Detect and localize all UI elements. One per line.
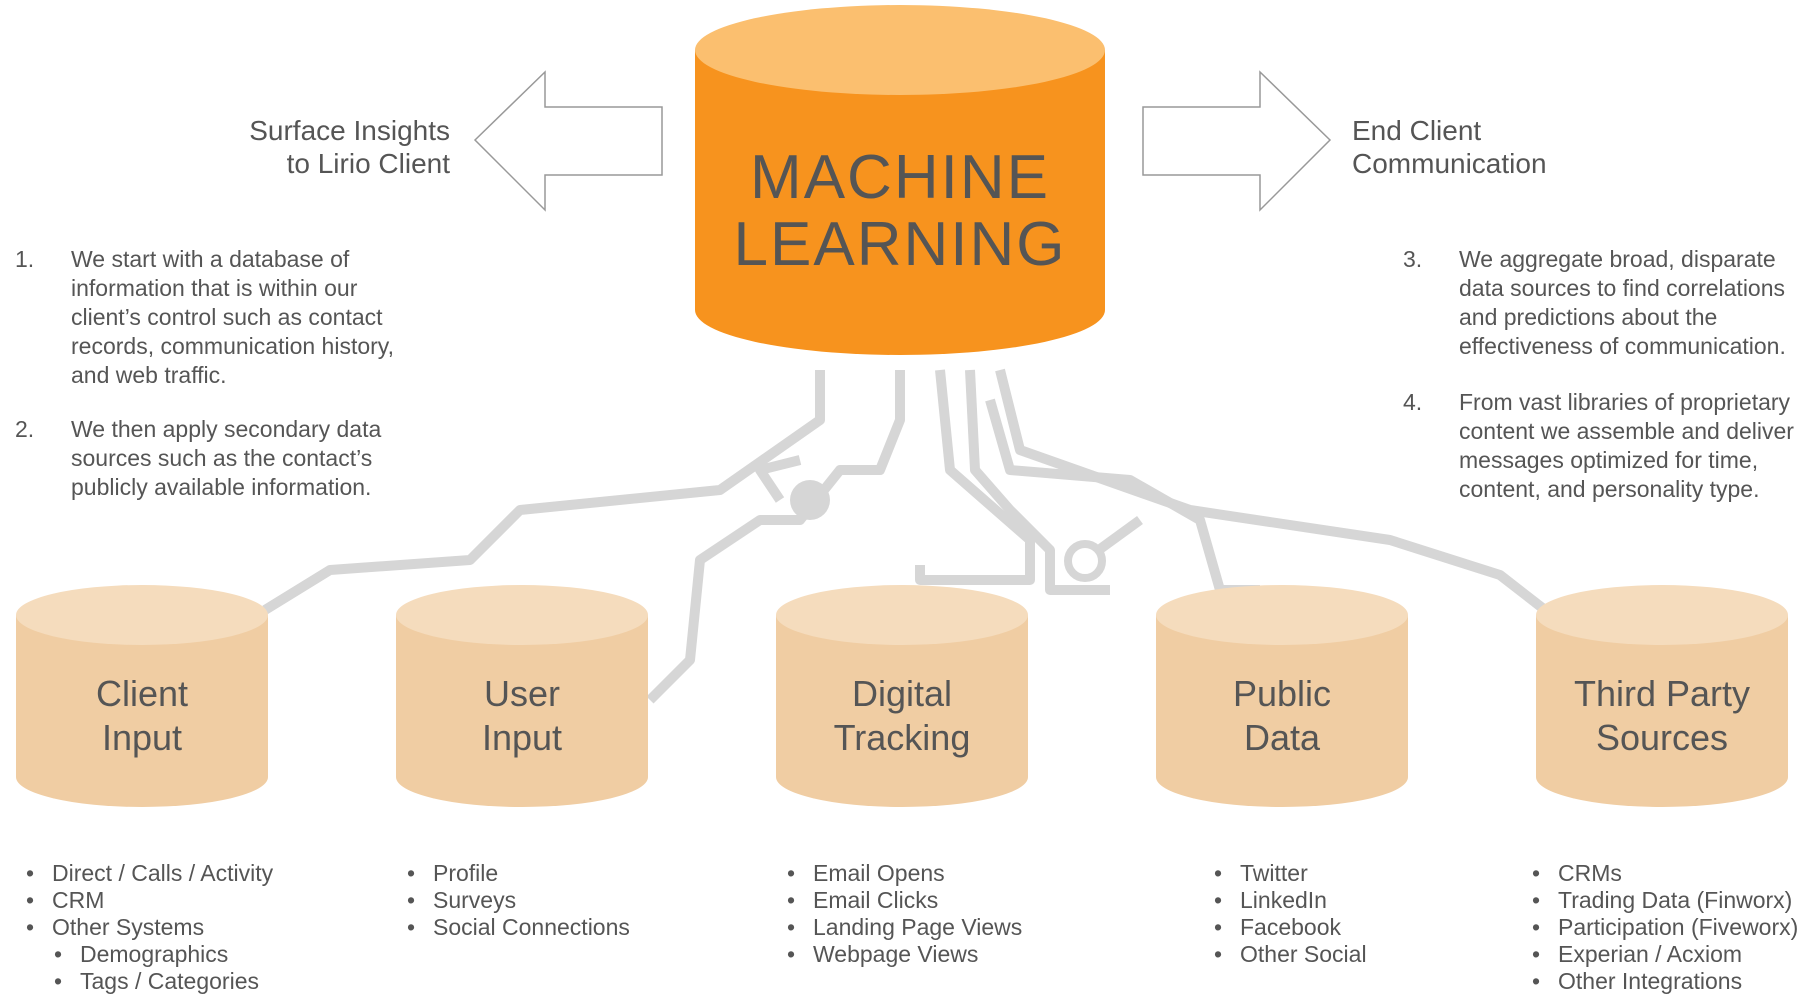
list-item: Webpage Views: [783, 941, 1123, 968]
source-cylinder-body: [1156, 615, 1408, 807]
list-item: Email Opens: [783, 860, 1123, 887]
list-item: Participation (Fiveworx): [1528, 914, 1804, 941]
step-number: 4.: [1403, 389, 1423, 415]
list-item: CRMs: [1528, 860, 1804, 887]
connector-third: [995, 368, 1549, 614]
source-cylinder-top: [396, 585, 648, 645]
connector-branch-left: [755, 455, 802, 503]
arrow-left-label-line2: to Lirio Client: [287, 148, 451, 179]
source-label-line1: Client: [96, 673, 188, 714]
source-list-client-input: Direct / Calls / Activity CRM Other Syst…: [22, 860, 362, 995]
source-label-line2: Input: [102, 717, 182, 758]
connector-user: [646, 370, 905, 704]
connector-digital: [915, 369, 1035, 585]
source-label-line1: Third Party: [1574, 673, 1750, 714]
source-list-digital-tracking: Email Opens Email Clicks Landing Page Vi…: [783, 860, 1123, 968]
list-subitem: Tags / Categories: [22, 968, 362, 995]
list-item: Email Clicks: [783, 887, 1123, 914]
source-cylinder-top: [1536, 585, 1788, 645]
step-text: We then apply secondary data sources suc…: [71, 416, 382, 500]
list-item: Experian / Acxiom: [1528, 941, 1804, 968]
list-item: LinkedIn: [1210, 887, 1510, 914]
ml-label-line1: MACHINE: [750, 143, 1050, 212]
connector-client: [262, 370, 825, 615]
step-2: 2. We then apply secondary data sources …: [15, 415, 415, 502]
ml-cylinder-top: [695, 5, 1105, 95]
step-text: We start with a database of information …: [71, 246, 394, 388]
source-label-line2: Input: [482, 717, 562, 758]
list-item: Social Connections: [403, 914, 743, 941]
source-label-line2: Data: [1244, 717, 1321, 758]
source-cylinders: ClientInputUserInputDigitalTrackingPubli…: [16, 585, 1788, 807]
source-label-line1: User: [484, 673, 560, 714]
source-cylinder-body: [396, 615, 648, 807]
arrow-right-outline: [1142, 70, 1332, 212]
main-database-cylinder: MACHINE LEARNING: [695, 5, 1105, 355]
source-list-public-data: Twitter LinkedIn Facebook Other Social: [1210, 860, 1510, 968]
arrow-left-label-line1: Surface Insights: [249, 115, 450, 146]
step-number: 2.: [15, 416, 35, 442]
source-list-third-party: CRMs Trading Data (Finworx) Participatio…: [1528, 860, 1804, 995]
list-item: Landing Page Views: [783, 914, 1123, 941]
source-cylinder-top: [16, 585, 268, 645]
step-4: 4. From vast libraries of proprietary co…: [1403, 388, 1801, 504]
list-item: Profile: [403, 860, 743, 887]
source-cylinder-body: [776, 615, 1028, 807]
step-number: 3.: [1403, 246, 1423, 272]
list-item: CRM: [22, 887, 362, 914]
list-subitem: Demographics: [22, 941, 362, 968]
list-item: Twitter: [1210, 860, 1510, 887]
connector-digital-b: [965, 369, 1110, 595]
circuit-node-filled: [790, 480, 830, 520]
ml-label-line2: LEARNING: [734, 210, 1067, 279]
step-text: We aggregate broad, disparate data sourc…: [1459, 246, 1786, 359]
ml-cylinder-body: [695, 50, 1105, 355]
arrow-right-label-line2: Communication: [1352, 148, 1547, 179]
source-label-line2: Tracking: [834, 717, 971, 758]
source-list-user-input: Profile Surveys Social Connections: [403, 860, 743, 941]
list-item: Other Integrations: [1528, 968, 1804, 995]
step-number: 1.: [15, 246, 35, 272]
source-cylinder-body: [1536, 615, 1788, 807]
source-label-line2: Sources: [1596, 717, 1728, 758]
source-cylinder-body: [16, 615, 268, 807]
step-3: 3. We aggregate broad, disparate data so…: [1403, 245, 1801, 361]
arrow-right-label-line1: End Client: [1352, 115, 1481, 146]
list-item: Facebook: [1210, 914, 1510, 941]
arrow-left-outline: [473, 70, 663, 212]
source-cylinder-top: [1156, 585, 1408, 645]
source-label-line1: Public: [1233, 673, 1331, 714]
list-item: Other Systems: [22, 914, 362, 941]
source-cylinder-top: [776, 585, 1028, 645]
step-1: 1. We start with a database of informati…: [15, 245, 415, 390]
list-item: Direct / Calls / Activity: [22, 860, 362, 887]
list-item: Surveys: [403, 887, 743, 914]
list-item: Trading Data (Finworx): [1528, 887, 1804, 914]
step-text: From vast libraries of proprietary conte…: [1459, 389, 1794, 502]
circuit-node-ring: [1064, 540, 1106, 582]
source-label-line1: Digital: [852, 673, 952, 714]
list-item: Other Social: [1210, 941, 1510, 968]
